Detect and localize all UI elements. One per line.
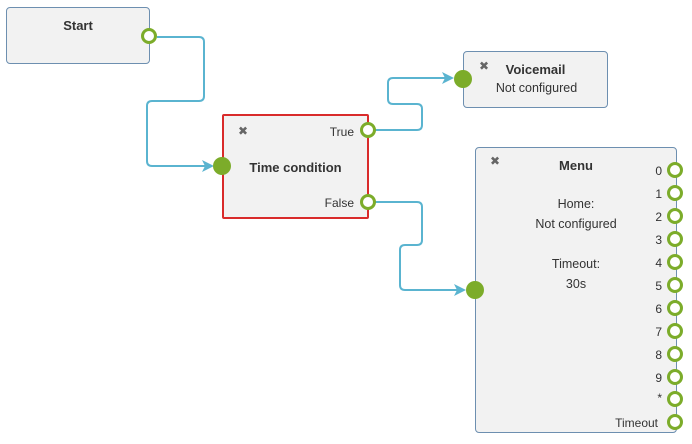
start-output-port[interactable]: [141, 28, 157, 44]
voicemail-status: Not configured: [495, 81, 578, 95]
port-label-false: False: [324, 196, 354, 210]
time-condition-title: Time condition: [249, 160, 342, 175]
menu-output-port[interactable]: [667, 300, 683, 316]
menu-port-label: 5: [655, 279, 662, 293]
menu-port-label: Timeout: [615, 416, 658, 430]
close-icon[interactable]: ✖: [479, 59, 490, 73]
connector-start-to-time-condition: [146, 36, 214, 172]
time-condition-true-port[interactable]: [360, 122, 376, 138]
menu-timeout-label: Timeout:: [551, 257, 601, 271]
menu-port-label: 3: [655, 233, 662, 247]
menu-port-label: 2: [655, 210, 662, 224]
port-label-true: True: [329, 125, 354, 139]
menu-output-port[interactable]: [667, 369, 683, 385]
start-node[interactable]: Start: [6, 7, 150, 64]
menu-output-port[interactable]: [667, 391, 683, 407]
menu-output-port[interactable]: [667, 231, 683, 247]
menu-port-label: *: [657, 391, 662, 405]
menu-output-port[interactable]: [667, 323, 683, 339]
menu-output-port[interactable]: [667, 414, 683, 430]
connector-false-to-menu: [375, 201, 466, 296]
menu-port-label: 7: [655, 325, 662, 339]
menu-output-port[interactable]: [667, 162, 683, 178]
menu-node[interactable]: ✖ Menu Home: Not configured Timeout: 30s…: [475, 147, 677, 433]
voicemail-input-port[interactable]: [454, 70, 472, 88]
menu-port-label: 8: [655, 348, 662, 362]
menu-port-label: 6: [655, 302, 662, 316]
start-node-title: Start: [63, 18, 93, 33]
menu-timeout-value: 30s: [565, 277, 587, 291]
close-icon[interactable]: ✖: [490, 154, 501, 168]
menu-output-port[interactable]: [667, 254, 683, 270]
time-condition-false-port[interactable]: [360, 194, 376, 210]
time-condition-node[interactable]: ✖ Time condition True False: [222, 114, 369, 219]
voicemail-title: Voicemail: [505, 62, 566, 77]
connector-true-to-voicemail: [375, 72, 454, 131]
menu-port-label: 4: [655, 256, 662, 270]
menu-home-label: Home:: [557, 197, 595, 211]
menu-title: Menu: [559, 158, 593, 173]
menu-output-port[interactable]: [667, 277, 683, 293]
menu-output-port[interactable]: [667, 346, 683, 362]
time-condition-input-port[interactable]: [213, 157, 231, 175]
menu-port-label: 9: [655, 371, 662, 385]
menu-output-port[interactable]: [667, 208, 683, 224]
close-icon[interactable]: ✖: [238, 124, 249, 138]
menu-port-label: 1: [655, 187, 662, 201]
menu-input-port[interactable]: [466, 281, 484, 299]
menu-port-label: 0: [655, 164, 662, 178]
menu-output-port[interactable]: [667, 185, 683, 201]
voicemail-node[interactable]: ✖ Voicemail Not configured: [463, 51, 608, 108]
menu-home-value: Not configured: [535, 217, 617, 231]
